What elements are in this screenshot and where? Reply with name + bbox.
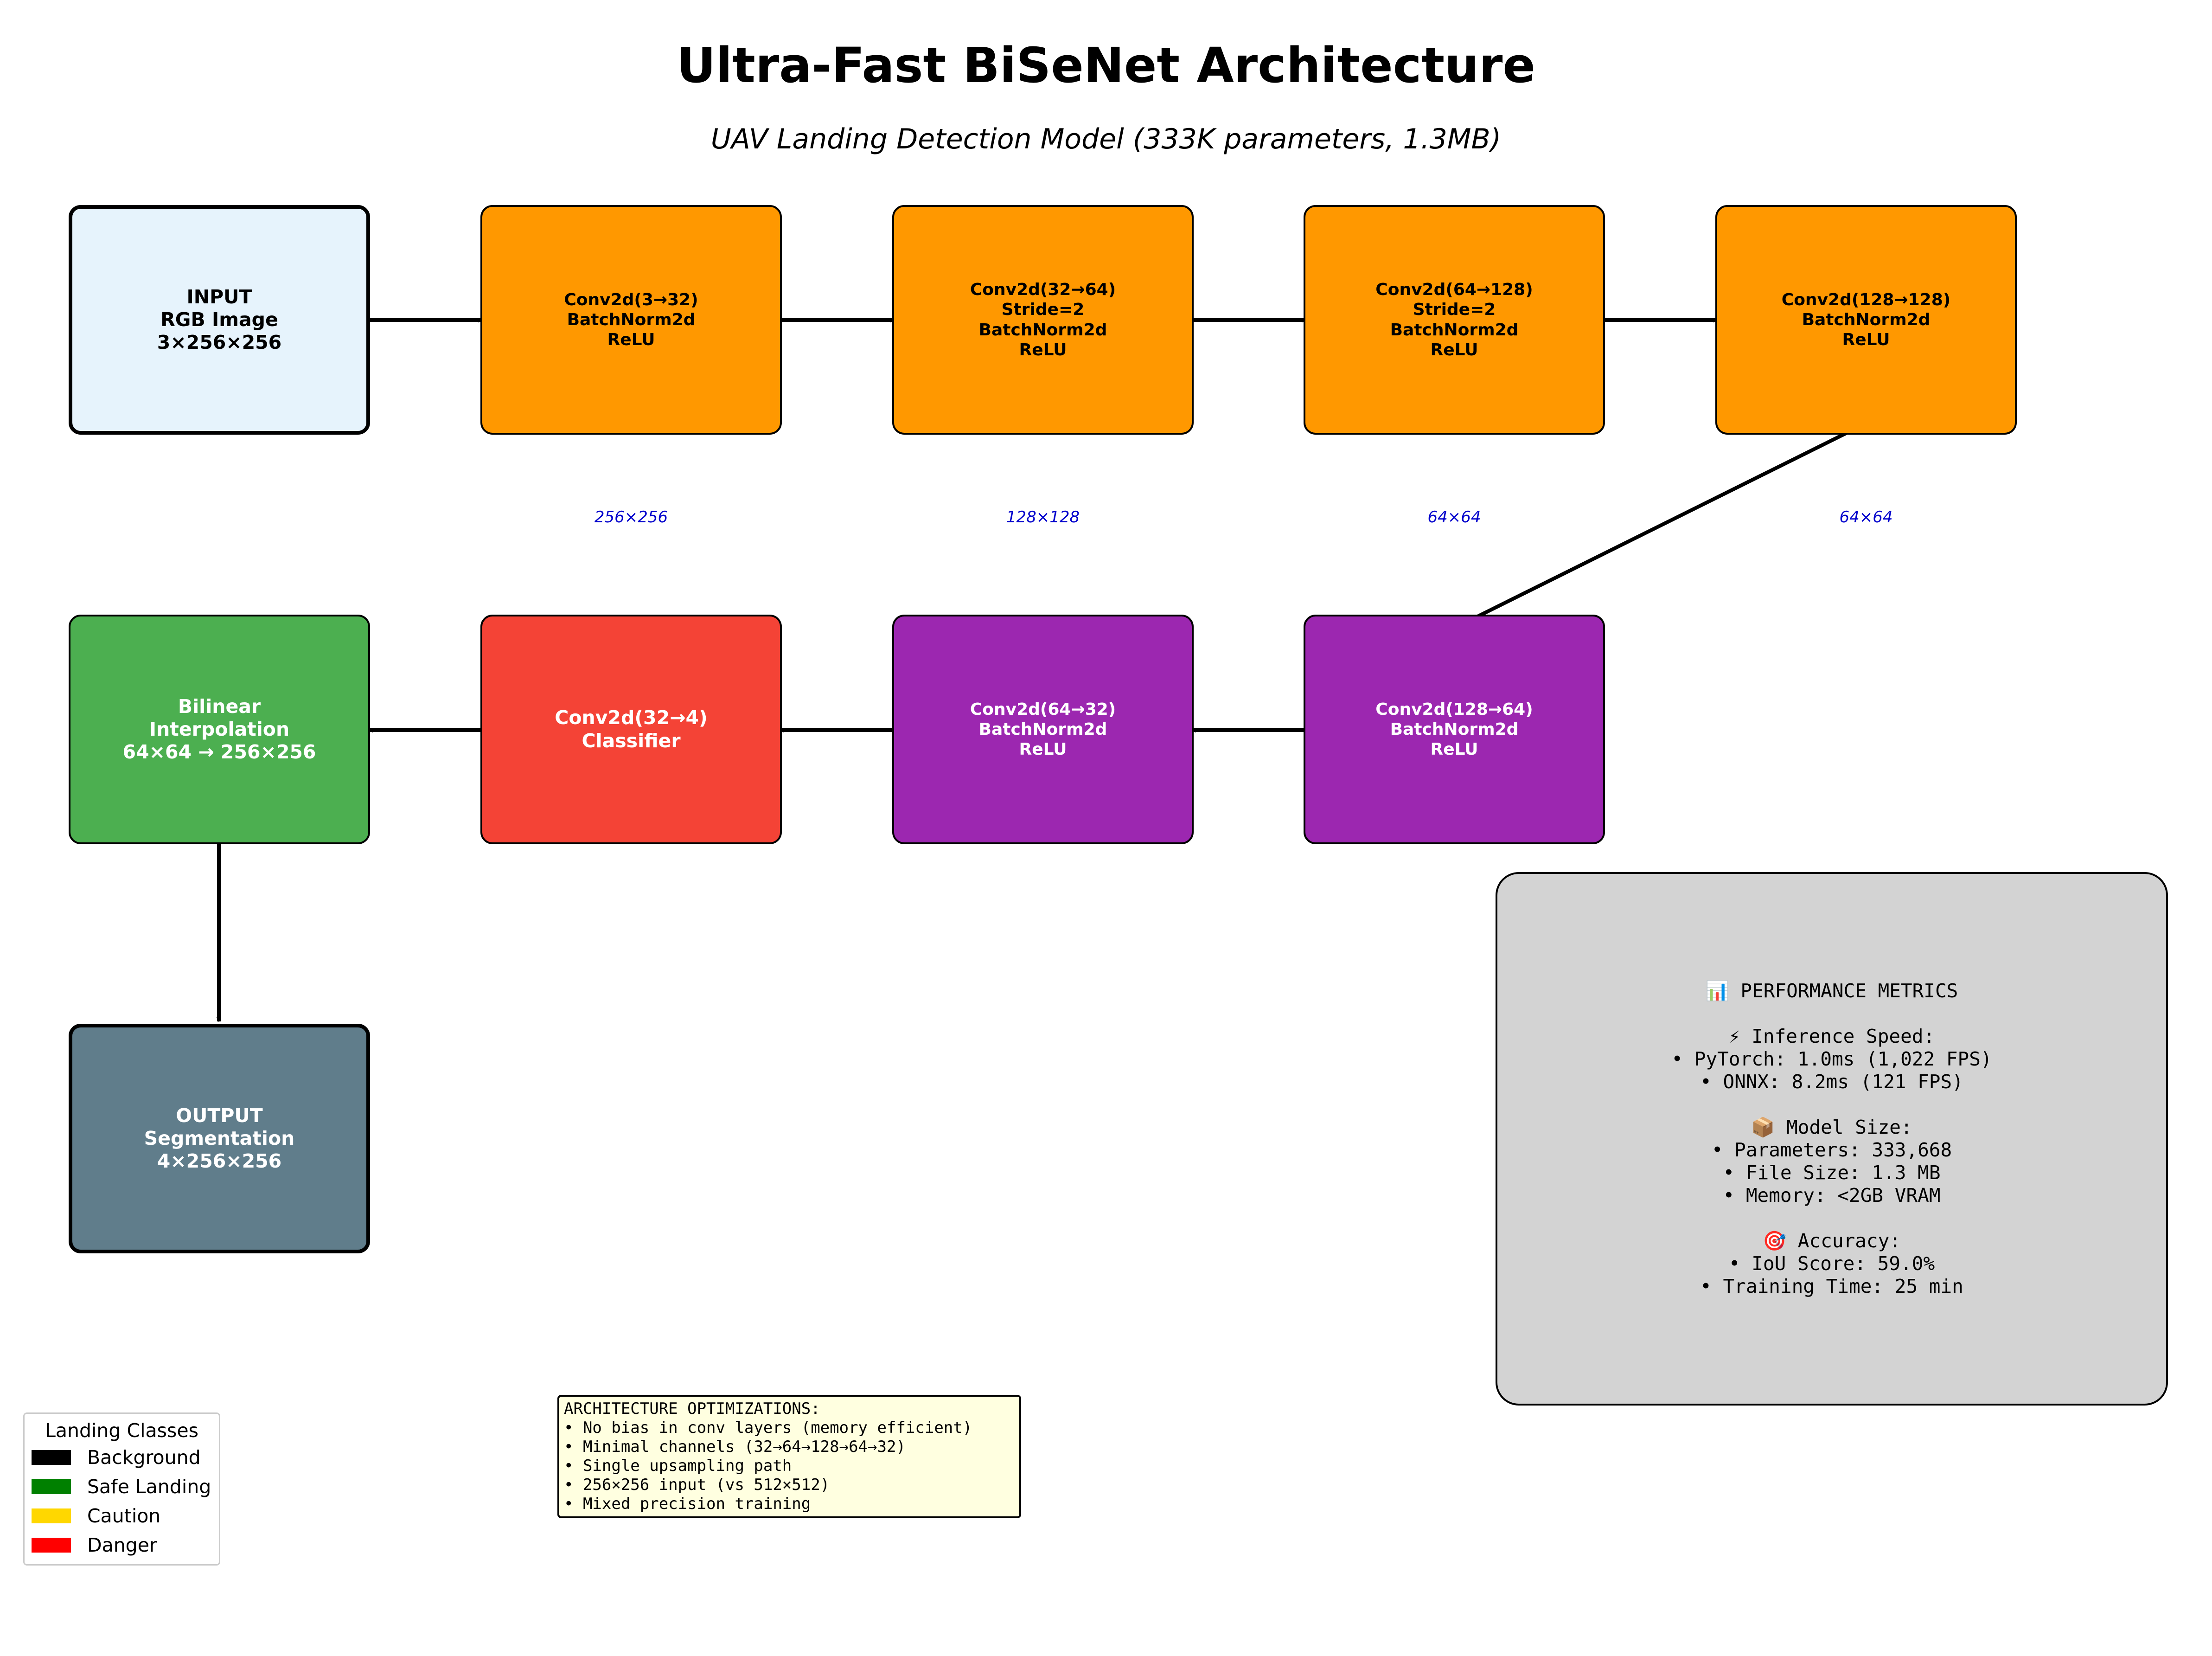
legend-label: Caution [87, 1504, 161, 1527]
diagram-subtitle: UAV Landing Detection Model (333K parame… [710, 123, 1502, 155]
encoder-block-1: Conv2d(3→32) BatchNorm2d ReLU [480, 205, 782, 435]
output-block-line: Segmentation [144, 1127, 295, 1149]
upsample-block-line: Interpolation [149, 718, 290, 740]
legend-swatch [32, 1508, 71, 1523]
performance-line: • PyTorch: 1.0ms (1,022 FPS) [1671, 1048, 1992, 1070]
encoder-block-line: BatchNorm2d [1390, 320, 1519, 340]
output-block: OUTPUT Segmentation 4×256×256 [69, 1024, 370, 1253]
encoder-block-line: Stride=2 [1001, 300, 1085, 320]
decoder-block-1: Conv2d(128→64) BatchNorm2d ReLU [1304, 615, 1605, 844]
classifier-block-line: Classifier [582, 729, 681, 752]
legend-item: Caution [32, 1501, 219, 1530]
encoder-block-line: BatchNorm2d [1802, 310, 1931, 329]
performance-line: 📦 Model Size: [1751, 1116, 1912, 1138]
legend-swatch [32, 1537, 71, 1553]
encoder-block-line: Stride=2 [1413, 300, 1496, 320]
encoder-block-4: Conv2d(128→128) BatchNorm2d ReLU [1715, 205, 2017, 435]
encoder-block-line: ReLU [607, 330, 655, 350]
decoder-block-2: Conv2d(64→32) BatchNorm2d ReLU [892, 615, 1194, 844]
performance-line: • IoU Score: 59.0% [1728, 1252, 1935, 1275]
encoder-block-line: ReLU [1019, 340, 1067, 359]
dimension-label: 256×256 [594, 508, 668, 526]
legend-label: Danger [87, 1534, 157, 1556]
optimization-line: • Mixed precision training [564, 1495, 811, 1513]
decoder-block-line: ReLU [1430, 740, 1478, 759]
encoder-block-2: Conv2d(32→64) Stride=2 BatchNorm2d ReLU [892, 205, 1194, 435]
performance-line: • Parameters: 333,668 [1711, 1139, 1952, 1161]
encoder-block-line: Conv2d(64→128) [1375, 280, 1533, 300]
performance-line: 📊 PERFORMANCE METRICS [1705, 980, 1958, 1002]
encoder-block-line: Conv2d(128→128) [1781, 290, 1951, 309]
encoder-block-3: Conv2d(64→128) Stride=2 BatchNorm2d ReLU [1304, 205, 1605, 435]
input-block: INPUT RGB Image 3×256×256 [69, 205, 370, 435]
decoder-block-line: BatchNorm2d [978, 719, 1107, 739]
classifier-block-line: Conv2d(32→4) [555, 706, 708, 729]
architecture-optimizations-note: ARCHITECTURE OPTIMIZATIONS: • No bias in… [557, 1395, 1021, 1518]
decoder-block-line: BatchNorm2d [1390, 719, 1519, 739]
legend-swatch [32, 1479, 71, 1494]
performance-metrics-panel: 📊 PERFORMANCE METRICS ⚡ Inference Speed:… [1496, 872, 2168, 1406]
arrow-enc4-to-dec1 [1465, 426, 1858, 624]
input-block-line: 3×256×256 [157, 331, 282, 354]
optimization-line: ARCHITECTURE OPTIMIZATIONS: [564, 1399, 820, 1418]
performance-line: • ONNX: 8.2ms (121 FPS) [1700, 1071, 1963, 1093]
legend-label: Background [87, 1446, 201, 1469]
optimization-line: • Single upsampling path [564, 1457, 792, 1475]
legend-item: Danger [32, 1530, 219, 1560]
optimization-line: • Minimal channels (32→64→128→64→32) [564, 1438, 906, 1456]
decoder-block-line: Conv2d(64→32) [970, 700, 1116, 719]
encoder-block-line: ReLU [1430, 340, 1478, 359]
encoder-block-line: BatchNorm2d [978, 320, 1107, 340]
performance-line: 🎯 Accuracy: [1763, 1230, 1901, 1252]
dimension-label: 64×64 [1427, 508, 1481, 526]
dimension-label: 128×128 [1006, 508, 1080, 526]
output-block-line: OUTPUT [176, 1104, 263, 1127]
legend-title: Landing Classes [45, 1419, 198, 1442]
performance-line: • Memory: <2GB VRAM [1723, 1184, 1941, 1207]
decoder-block-line: ReLU [1019, 740, 1067, 759]
upsample-block-line: Bilinear [178, 695, 261, 718]
performance-line: • Training Time: 25 min [1700, 1275, 1963, 1297]
legend-item: Safe Landing [32, 1472, 219, 1501]
encoder-block-line: BatchNorm2d [567, 310, 696, 329]
performance-line: • File Size: 1.3 MB [1723, 1162, 1941, 1184]
diagram-title: Ultra-Fast BiSeNet Architecture [677, 37, 1535, 94]
legend-swatch [32, 1450, 71, 1465]
input-block-line: RGB Image [160, 308, 278, 331]
input-block-line: INPUT [186, 285, 252, 308]
optimization-line: • No bias in conv layers (memory efficie… [564, 1419, 972, 1437]
legend-label: Safe Landing [87, 1475, 211, 1498]
encoder-block-line: ReLU [1842, 330, 1890, 350]
decoder-block-line: Conv2d(128→64) [1375, 700, 1533, 719]
legend: Landing Classes Background Safe Landing … [23, 1412, 220, 1566]
optimization-line: • 256×256 input (vs 512×512) [564, 1476, 830, 1494]
upsample-block: Bilinear Interpolation 64×64 → 256×256 [69, 615, 370, 844]
upsample-block-line: 64×64 → 256×256 [122, 741, 316, 764]
classifier-block: Conv2d(32→4) Classifier [480, 615, 782, 844]
dimension-label: 64×64 [1839, 508, 1893, 526]
output-block-line: 4×256×256 [157, 1150, 282, 1173]
encoder-block-line: Conv2d(32→64) [970, 280, 1116, 300]
encoder-block-line: Conv2d(3→32) [564, 290, 698, 309]
performance-line: ⚡ Inference Speed: [1728, 1025, 1935, 1047]
legend-item: Background [32, 1443, 219, 1472]
